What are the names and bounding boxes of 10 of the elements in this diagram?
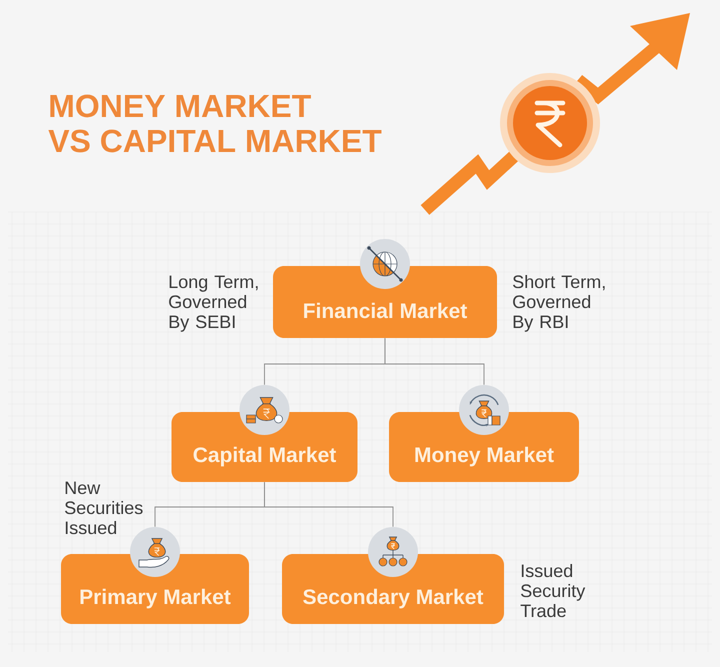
category-box: Secondary Market <box>282 554 504 624</box>
title: MONEY MARKET VS CAPITAL MARKET <box>48 94 382 152</box>
category-box: Primary Market <box>61 554 249 624</box>
category-box: Money Market <box>389 412 579 482</box>
note: Issued Security Trade <box>520 564 586 618</box>
note: New Securities Issued <box>65 482 143 534</box>
category-box: Financial Market <box>273 266 497 338</box>
connector-line <box>384 338 484 386</box>
category-box: Capital Market <box>172 412 358 482</box>
connector-line <box>264 482 394 528</box>
